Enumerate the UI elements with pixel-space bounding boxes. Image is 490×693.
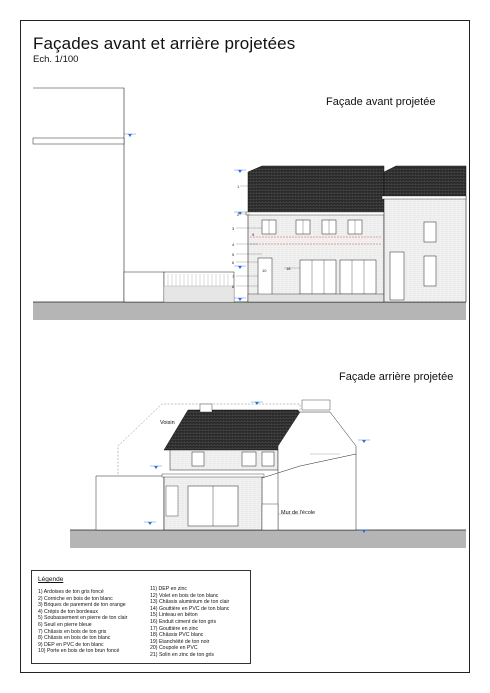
tag-8: 8 <box>232 284 235 289</box>
sheet-scale: Ech. 1/100 <box>33 54 79 65</box>
front-ground <box>33 302 466 320</box>
neighbor-cornice <box>32 137 125 145</box>
front-plinth <box>247 293 385 303</box>
legend-box: Légende 1) Ardoises de ton gris foncé 2)… <box>31 570 251 664</box>
legend-item: 18) Châssis PVC blanc <box>150 632 204 639</box>
rear-neighbor-outline <box>117 403 301 530</box>
front-callout-tags: 1 2 3 4 5 6 7 8 9 10 18 <box>232 184 291 289</box>
legend-item: 6) Seuil en pierre bleue <box>38 621 92 628</box>
rear-facade <box>70 399 466 548</box>
legend-item: 20) Coupole en PVC <box>150 645 198 652</box>
tag-3: 3 <box>232 226 235 231</box>
front-right-roof <box>383 165 467 199</box>
rear-facade-title: Façade arrière projetée <box>339 371 454 383</box>
front-cornice <box>245 211 387 216</box>
front-entry-door <box>257 257 273 297</box>
legend-list-right: 11) DEP en zinc 12) Volet en bois de ton… <box>150 586 250 659</box>
rear-ground <box>70 530 466 548</box>
front-facade <box>32 87 467 320</box>
sheet-title: Façades avant et arrière projetées <box>33 34 296 53</box>
legend-item: 3) Briques de parement de ton orange <box>38 602 126 609</box>
tag-18: 18 <box>286 266 291 271</box>
front-level-markers <box>124 133 246 301</box>
front-facade-title: Façade avant projetée <box>326 96 436 108</box>
front-bay-window-2 <box>339 259 377 295</box>
legend-item: 21) Solin en zinc de ton gris <box>150 651 215 658</box>
rear-neighbor-label: Voisin <box>160 420 175 426</box>
legend-item: 16) Enduit ciment de ton gris <box>150 618 217 625</box>
legend-item: 9) DEP en PVC de ton blanc <box>38 641 104 648</box>
legend-item: 19) Etanchéité de ton noir <box>150 638 210 645</box>
legend-item: 7) Châssis en bois de ton gris <box>38 628 107 635</box>
legend-item: 13) Châssis aluminium de ton clair <box>150 599 230 606</box>
neighbor-outline <box>33 87 125 302</box>
legend-title: Légende <box>38 576 64 583</box>
rear-school-wall-label: Mur de l'école <box>281 510 316 516</box>
tag-5: 5 <box>232 252 235 257</box>
tag-2: 2 <box>237 212 240 217</box>
front-bay-window-1 <box>299 259 337 295</box>
legend-list-left: 1) Ardoises de ton gris foncé 2) Cornich… <box>38 589 150 655</box>
legend-item: 11) DEP en zinc <box>150 586 188 592</box>
front-leader-lines <box>236 185 300 287</box>
tag-6: 6 <box>232 260 235 265</box>
tag-1: 1 <box>237 184 240 189</box>
legend-item: 10) Porte en bois de ton brun foncé <box>38 648 120 655</box>
legend-item: 17) Gouttière en zinc <box>150 625 199 632</box>
drawing-frame <box>20 20 470 673</box>
rear-right-wall <box>277 411 357 531</box>
tag-7: 7 <box>232 274 235 279</box>
tag-4: 4 <box>232 242 235 247</box>
legend-item: 2) Corniche en bois de ton blanc <box>38 595 113 602</box>
legend-item: 14) Gouttière en PVC de ton blanc <box>150 605 230 612</box>
tag-9: 9 <box>252 232 255 237</box>
legend-item: 1) Ardoises de ton gris foncé <box>38 589 104 595</box>
rear-level-markers <box>144 401 370 533</box>
legend-item: 4) Crépis de ton bordeaux <box>38 608 98 615</box>
legend-item: 15) Linteau en béton <box>150 612 198 619</box>
front-main-roof <box>247 165 385 215</box>
legend-item: 5) Soubassement en pierre de ton clair <box>38 615 128 622</box>
legend-item: 12) Volet en bois de ton blanc <box>150 592 219 599</box>
legend-item: 8) Châssis en bois de ton blanc <box>38 635 111 642</box>
tag-10: 10 <box>262 268 267 273</box>
